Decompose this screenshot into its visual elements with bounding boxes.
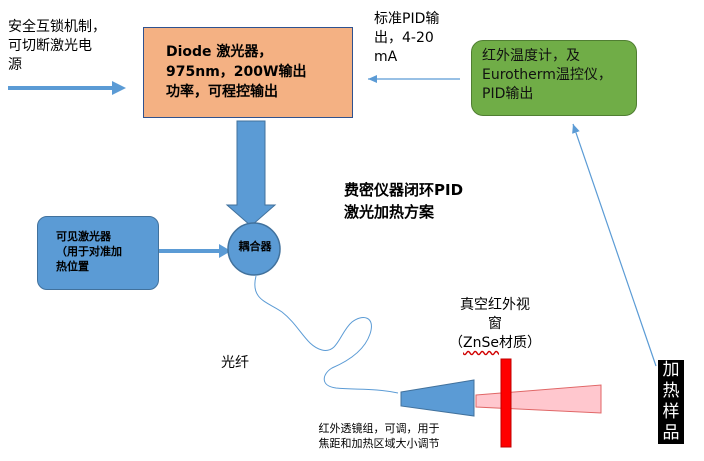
- window-material: ZnSe: [463, 335, 499, 351]
- window-material-suffix: 材质）: [498, 335, 541, 351]
- sample-char-2: 热: [662, 381, 680, 401]
- ir-thermometer-box: 红外温度计，及 Eurotherm温控仪， PID输出: [471, 40, 637, 116]
- laser-beam-cone: [475, 384, 602, 414]
- interlock-arrow: [8, 81, 126, 95]
- title-line-1: 费密仪器闭环PID: [344, 181, 464, 199]
- visible-to-coupler-arrow: [159, 244, 231, 258]
- diode-laser-box: Diode 激光器， 975nm，200W输出 功率，可程控输出: [143, 27, 353, 118]
- interlock-line-1: 安全互锁机制，: [8, 19, 106, 35]
- window-paren-open: （: [449, 335, 464, 351]
- sample-char-1: 加: [662, 360, 680, 380]
- ir-line-3: PID输出: [482, 86, 534, 102]
- lens-line-1: 红外透镜组，可调，用于: [318, 422, 440, 435]
- title-line-2: 激光加热方案: [344, 203, 435, 221]
- diagram-title: 费密仪器闭环PID 激光加热方案: [344, 179, 463, 223]
- optical-fiber: [254, 275, 399, 394]
- interlock-label: 安全互锁机制， 可切断激光电 源: [8, 18, 106, 75]
- lens-assembly: [400, 379, 475, 417]
- visible-line-1: 可见激光器: [56, 230, 111, 243]
- window-line-2: 窗: [488, 316, 502, 332]
- laser-line-1: Diode 激光器，: [166, 44, 273, 60]
- visible-line-2: （用于对准加: [56, 245, 122, 258]
- laser-line-3: 功率，可程控输出: [166, 84, 278, 100]
- interlock-line-2: 可切断激光电: [8, 38, 92, 54]
- ir-line-2: Eurotherm温控仪，: [482, 67, 612, 83]
- fiber-label: 光纤: [221, 355, 249, 371]
- pid-line-2: 出，4-20: [374, 30, 434, 46]
- window-line-3: （ZnSe材质）: [446, 334, 544, 353]
- feedback-arrow: [572, 123, 657, 367]
- pid-line-1: 标准PID输: [374, 11, 440, 27]
- interlock-line-3: 源: [8, 57, 22, 73]
- window-line-1: 真空红外视: [460, 297, 530, 313]
- laser-to-coupler-arrow: [225, 120, 277, 227]
- coupler-circle: [227, 222, 281, 276]
- visible-line-3: 热位置: [56, 260, 89, 273]
- znse-window: [500, 358, 512, 448]
- coupler-label: 耦合器: [238, 240, 272, 253]
- visible-laser-box: 可见激光器 （用于对准加 热位置: [37, 216, 159, 290]
- laser-line-2: 975nm，200W输出: [166, 64, 307, 80]
- heated-sample-box: 加 热 样 品: [658, 360, 684, 444]
- sample-char-4: 品: [662, 423, 680, 443]
- lens-label: 红外透镜组，可调，用于 焦距和加热区域大小调节: [297, 421, 461, 451]
- sample-char-3: 样: [662, 402, 680, 422]
- ir-line-1: 红外温度计，及: [482, 48, 580, 64]
- pid-line-3: mA: [374, 49, 398, 65]
- window-label: 真空红外视 窗 （ZnSe材质）: [446, 296, 544, 353]
- pid-output-label: 标准PID输 出，4-20 mA: [374, 10, 439, 67]
- lens-line-2: 焦距和加热区域大小调节: [318, 437, 440, 450]
